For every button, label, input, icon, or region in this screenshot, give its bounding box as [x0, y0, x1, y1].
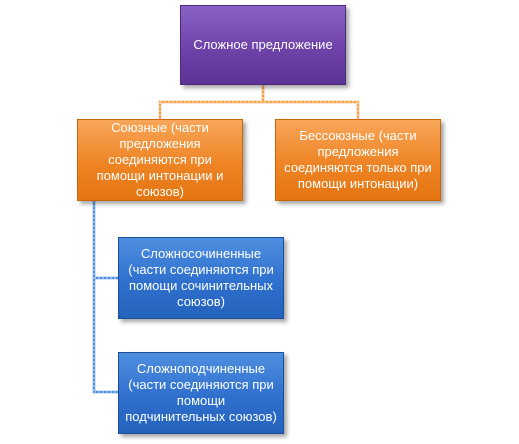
node-compound: Сложносочиненные (части соединяются при …: [118, 237, 284, 319]
node-complex-subordinate: Сложноподчиненные (части соединяются при…: [118, 352, 284, 434]
node-complex-subordinate-label: Сложноподчиненные (части соединяются при…: [125, 361, 277, 424]
node-conjunctive: Союзные (части предложения соединяются п…: [77, 119, 243, 201]
connector-level2-to-level3-inner: [93, 201, 118, 393]
node-compound-label: Сложносочиненные (части соединяются при …: [128, 246, 274, 309]
node-complex-sentence-label: Сложное предложение: [193, 37, 333, 52]
node-asyndetic: Бессоюзные (части предложения соединяютс…: [275, 119, 441, 201]
node-conjunctive-label: Союзные (части предложения соединяются п…: [96, 120, 224, 199]
node-asyndetic-label: Бессоюзные (части предложения соединяютс…: [284, 128, 432, 191]
connector-level2-to-level3: [92, 199, 120, 394]
connector-root-to-level2-inner: [159, 85, 359, 119]
node-complex-sentence: Сложное предложение: [180, 5, 346, 85]
